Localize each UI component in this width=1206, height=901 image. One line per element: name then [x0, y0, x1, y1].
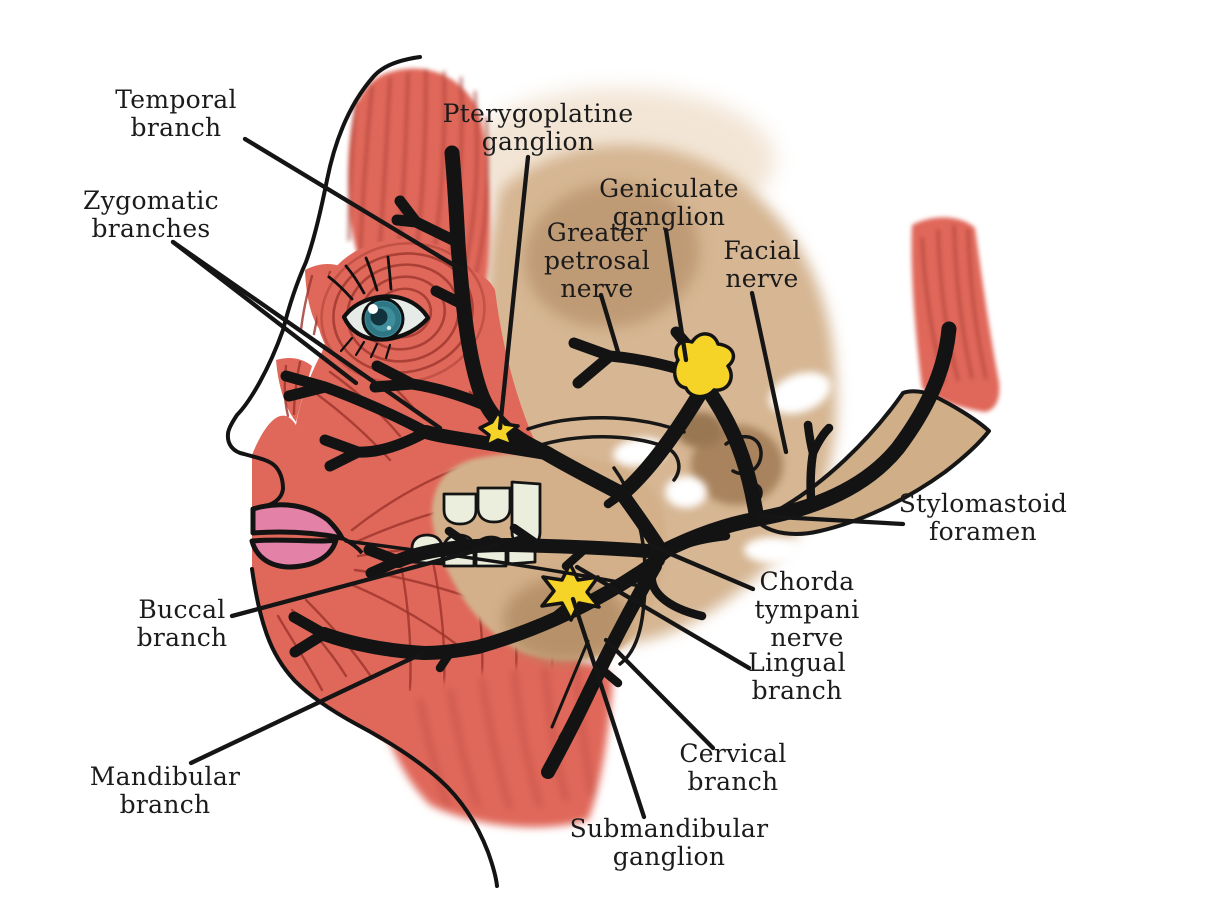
- label-stylomastoid-foramen: Stylomastoid foramen: [898, 489, 1068, 546]
- lips: [249, 502, 364, 570]
- label-buccal-branch: Buccal branch: [136, 595, 228, 652]
- leader-facial-nerve: [749, 290, 789, 455]
- label-zygomatic-branches: Zygomatic branches: [83, 186, 219, 243]
- label-cervical-branch: Cervical branch: [679, 739, 787, 796]
- mouth-corner-line: [341, 536, 364, 555]
- leader-cervical-branch: [603, 637, 716, 751]
- leader-mandibular-branch: [188, 650, 426, 766]
- label-submandibular-ganglion: Submandibular ganglion: [569, 814, 769, 871]
- label-pterygoplatine-ganglion: Pterygoplatine ganglion: [442, 99, 634, 156]
- mylohyoid-nerve: [550, 639, 616, 739]
- leader-pterygoplatine-ganglion: [497, 154, 531, 431]
- neck-platysma-muscle: [378, 661, 613, 828]
- label-geniculate-ganglion: Geniculate ganglion: [599, 174, 739, 231]
- leader-buccal-branch: [229, 542, 500, 619]
- label-lingual-branch: Lingual branch: [748, 648, 846, 705]
- eye: [327, 255, 431, 360]
- leader-greater-petrosal-nerve: [598, 292, 621, 355]
- label-temporal-branch: Temporal branch: [115, 85, 237, 142]
- label-facial-nerve: Facial nerve: [723, 236, 801, 293]
- leader-stylomastoid-foramen: [757, 513, 906, 527]
- eye-highlight: [368, 304, 378, 314]
- leader-temporal-branch: [242, 136, 465, 273]
- leader-geniculate-ganglion: [663, 227, 689, 363]
- geniculate-ganglion-blob: [672, 332, 736, 399]
- eyelashes: [327, 255, 393, 360]
- face-profile-outline: [225, 55, 499, 888]
- upper-lip: [250, 502, 345, 541]
- label-greater-petrosal-nerve: Greater petrosal nerve: [544, 218, 650, 303]
- leader-zygomatic-2: [170, 239, 443, 431]
- leader-chorda-tympani-nerve: [649, 543, 756, 592]
- leader-lingual-branch: [574, 564, 752, 671]
- leader-lines: [170, 136, 906, 820]
- lower-lip: [249, 537, 339, 570]
- occipitalis-muscle: [911, 217, 1000, 412]
- leader-submandibular-ganglion: [570, 596, 647, 820]
- label-mandibular-branch: Mandibular branch: [89, 762, 241, 819]
- label-chorda-tympani-nerve: Chorda tympani nerve: [754, 567, 860, 652]
